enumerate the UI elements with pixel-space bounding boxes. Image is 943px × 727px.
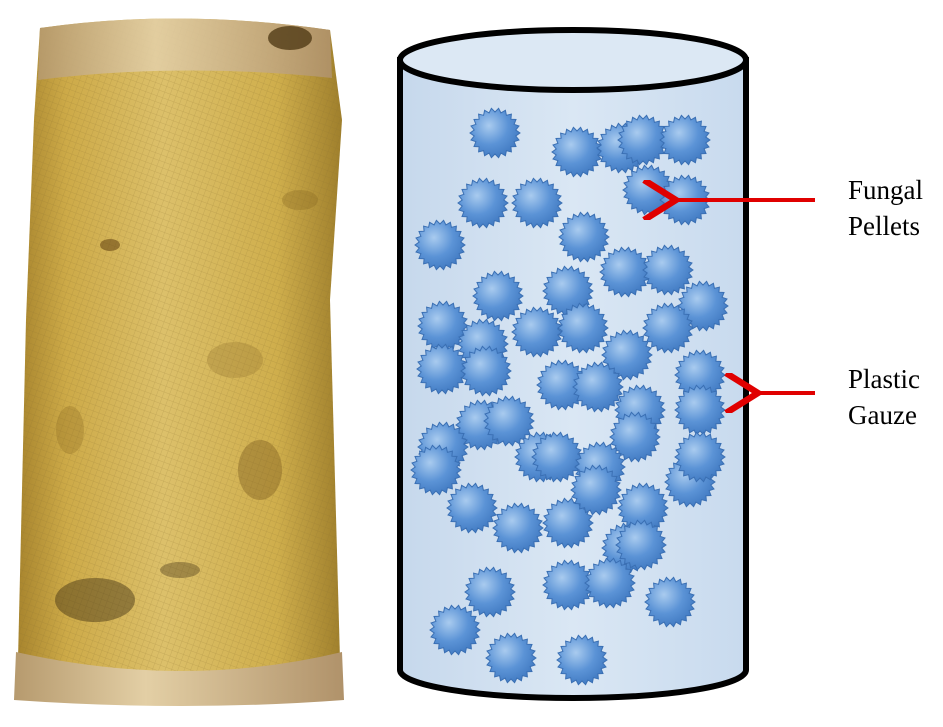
fungal-pellets-label: Fungal Pellets <box>848 172 923 244</box>
fungal-label-line2: Pellets <box>848 208 923 244</box>
plastic-label-line1: Plastic <box>848 361 920 397</box>
cylinder-top <box>400 30 746 90</box>
plastic-gauze-label: Plastic Gauze <box>848 361 920 433</box>
plastic-label-line2: Gauze <box>848 397 920 433</box>
fungal-label-line1: Fungal <box>848 172 923 208</box>
gauze-cylinder-photo <box>14 18 344 706</box>
